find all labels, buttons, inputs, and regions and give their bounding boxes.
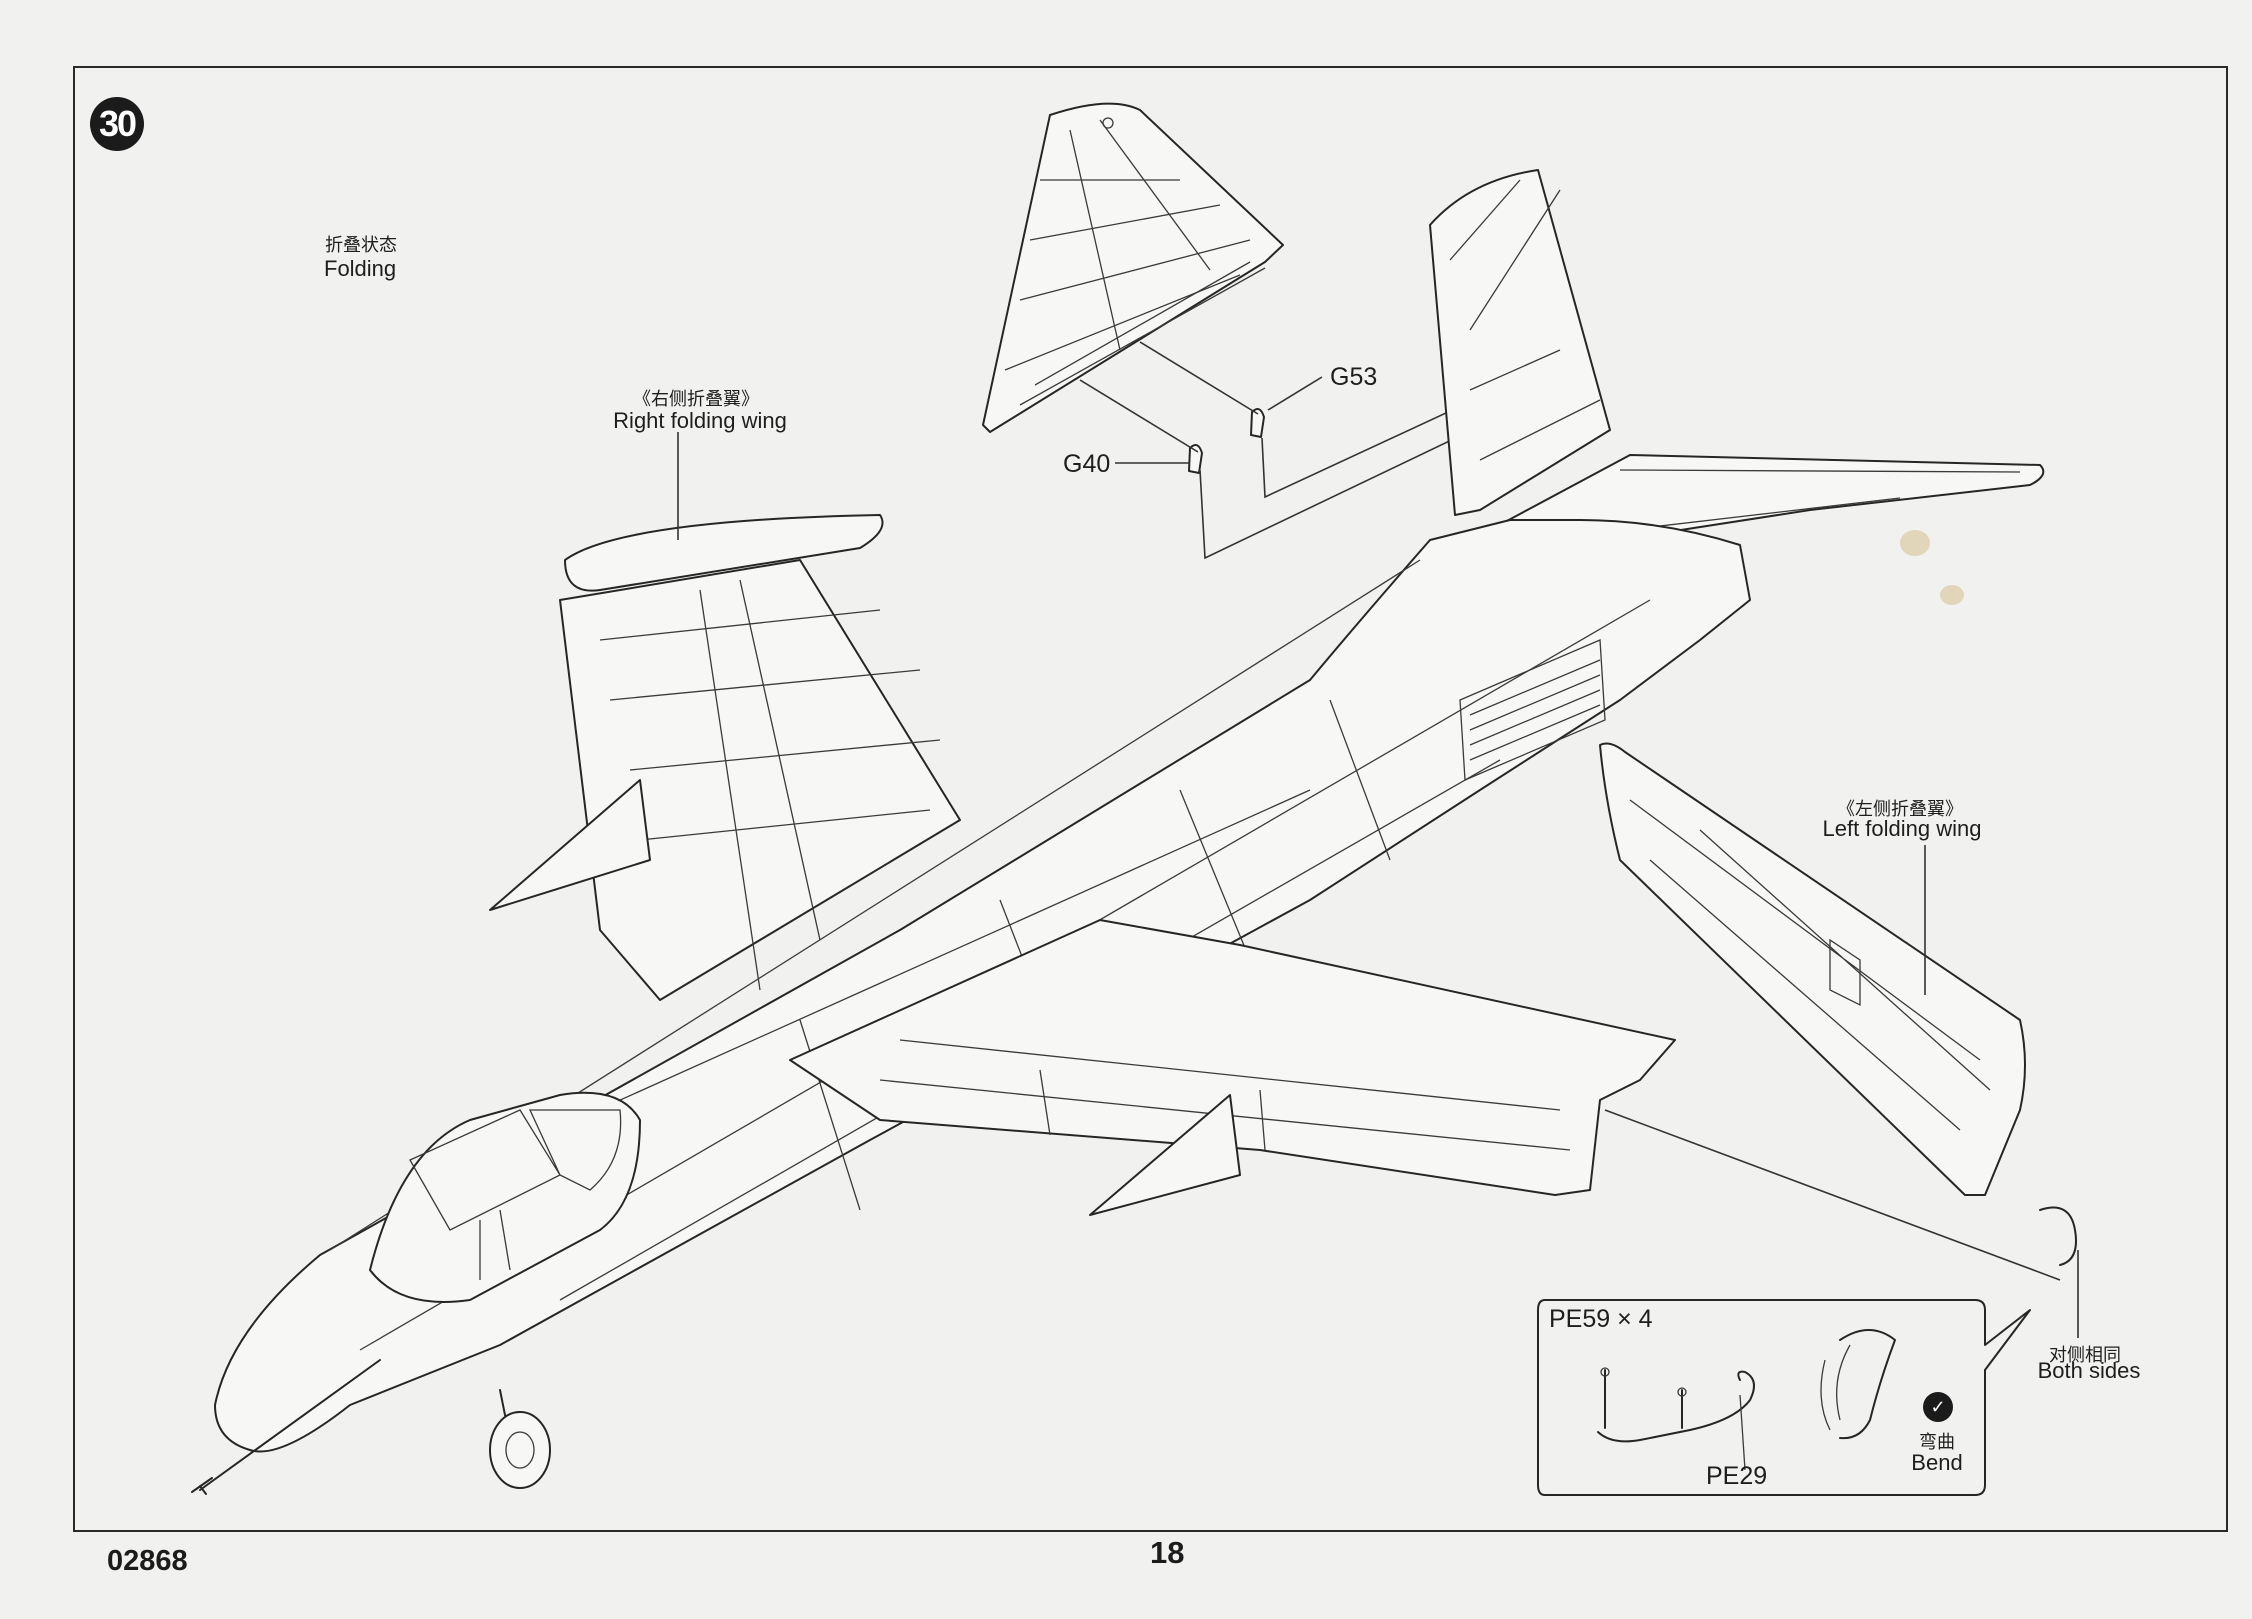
product-code: 02868 — [107, 1545, 188, 1577]
part-g53-shape — [1250, 407, 1265, 438]
left-wing-label-en: Left folding wing — [1822, 816, 1982, 841]
part-label-pe29: PE29 — [1706, 1462, 1768, 1490]
canopy — [369, 1091, 641, 1303]
pe-callout-box — [1537, 1299, 2031, 1496]
part-g40-shape — [1188, 443, 1203, 474]
page-number: 18 — [1150, 1535, 1185, 1570]
bend-label-cn: 弯曲 — [1919, 1432, 1955, 1452]
vertical-tail — [1429, 169, 1611, 516]
right-wing-label-en: Right folding wing — [613, 408, 787, 433]
nose-landing-gear — [489, 1389, 551, 1489]
paper-stain — [1940, 585, 1964, 605]
part-label-g53: G53 — [1330, 363, 1378, 391]
step-number-badge: 30 — [90, 97, 144, 151]
left-wing-root — [789, 919, 1676, 1216]
nose-probe — [191, 1359, 381, 1495]
bend-icon: ✓ — [1923, 1392, 1953, 1422]
folding-caption-en: Folding — [324, 256, 397, 281]
part-label-g40: G40 — [1063, 450, 1111, 478]
left-wing-detached — [1599, 742, 2026, 1196]
part-label-pe59: PE59 × 4 — [1549, 1305, 1653, 1333]
detached-wing-tip — [982, 102, 1284, 433]
folding-caption-cn: 折叠状态 — [325, 235, 397, 255]
right-wing-label-cn: 《右侧折叠翼》 — [633, 389, 759, 409]
paper-stain — [1900, 530, 1930, 556]
right-wing-folded — [489, 514, 961, 1001]
both-sides-label-cn: 对侧相同 — [2049, 1345, 2121, 1365]
bend-label-en: Bend — [1911, 1450, 1963, 1475]
page-frame — [73, 66, 2228, 1532]
left-wing-label-cn: 《左侧折叠翼》 — [1837, 799, 1963, 819]
both-sides-label-en: Both sides — [2037, 1358, 2141, 1383]
